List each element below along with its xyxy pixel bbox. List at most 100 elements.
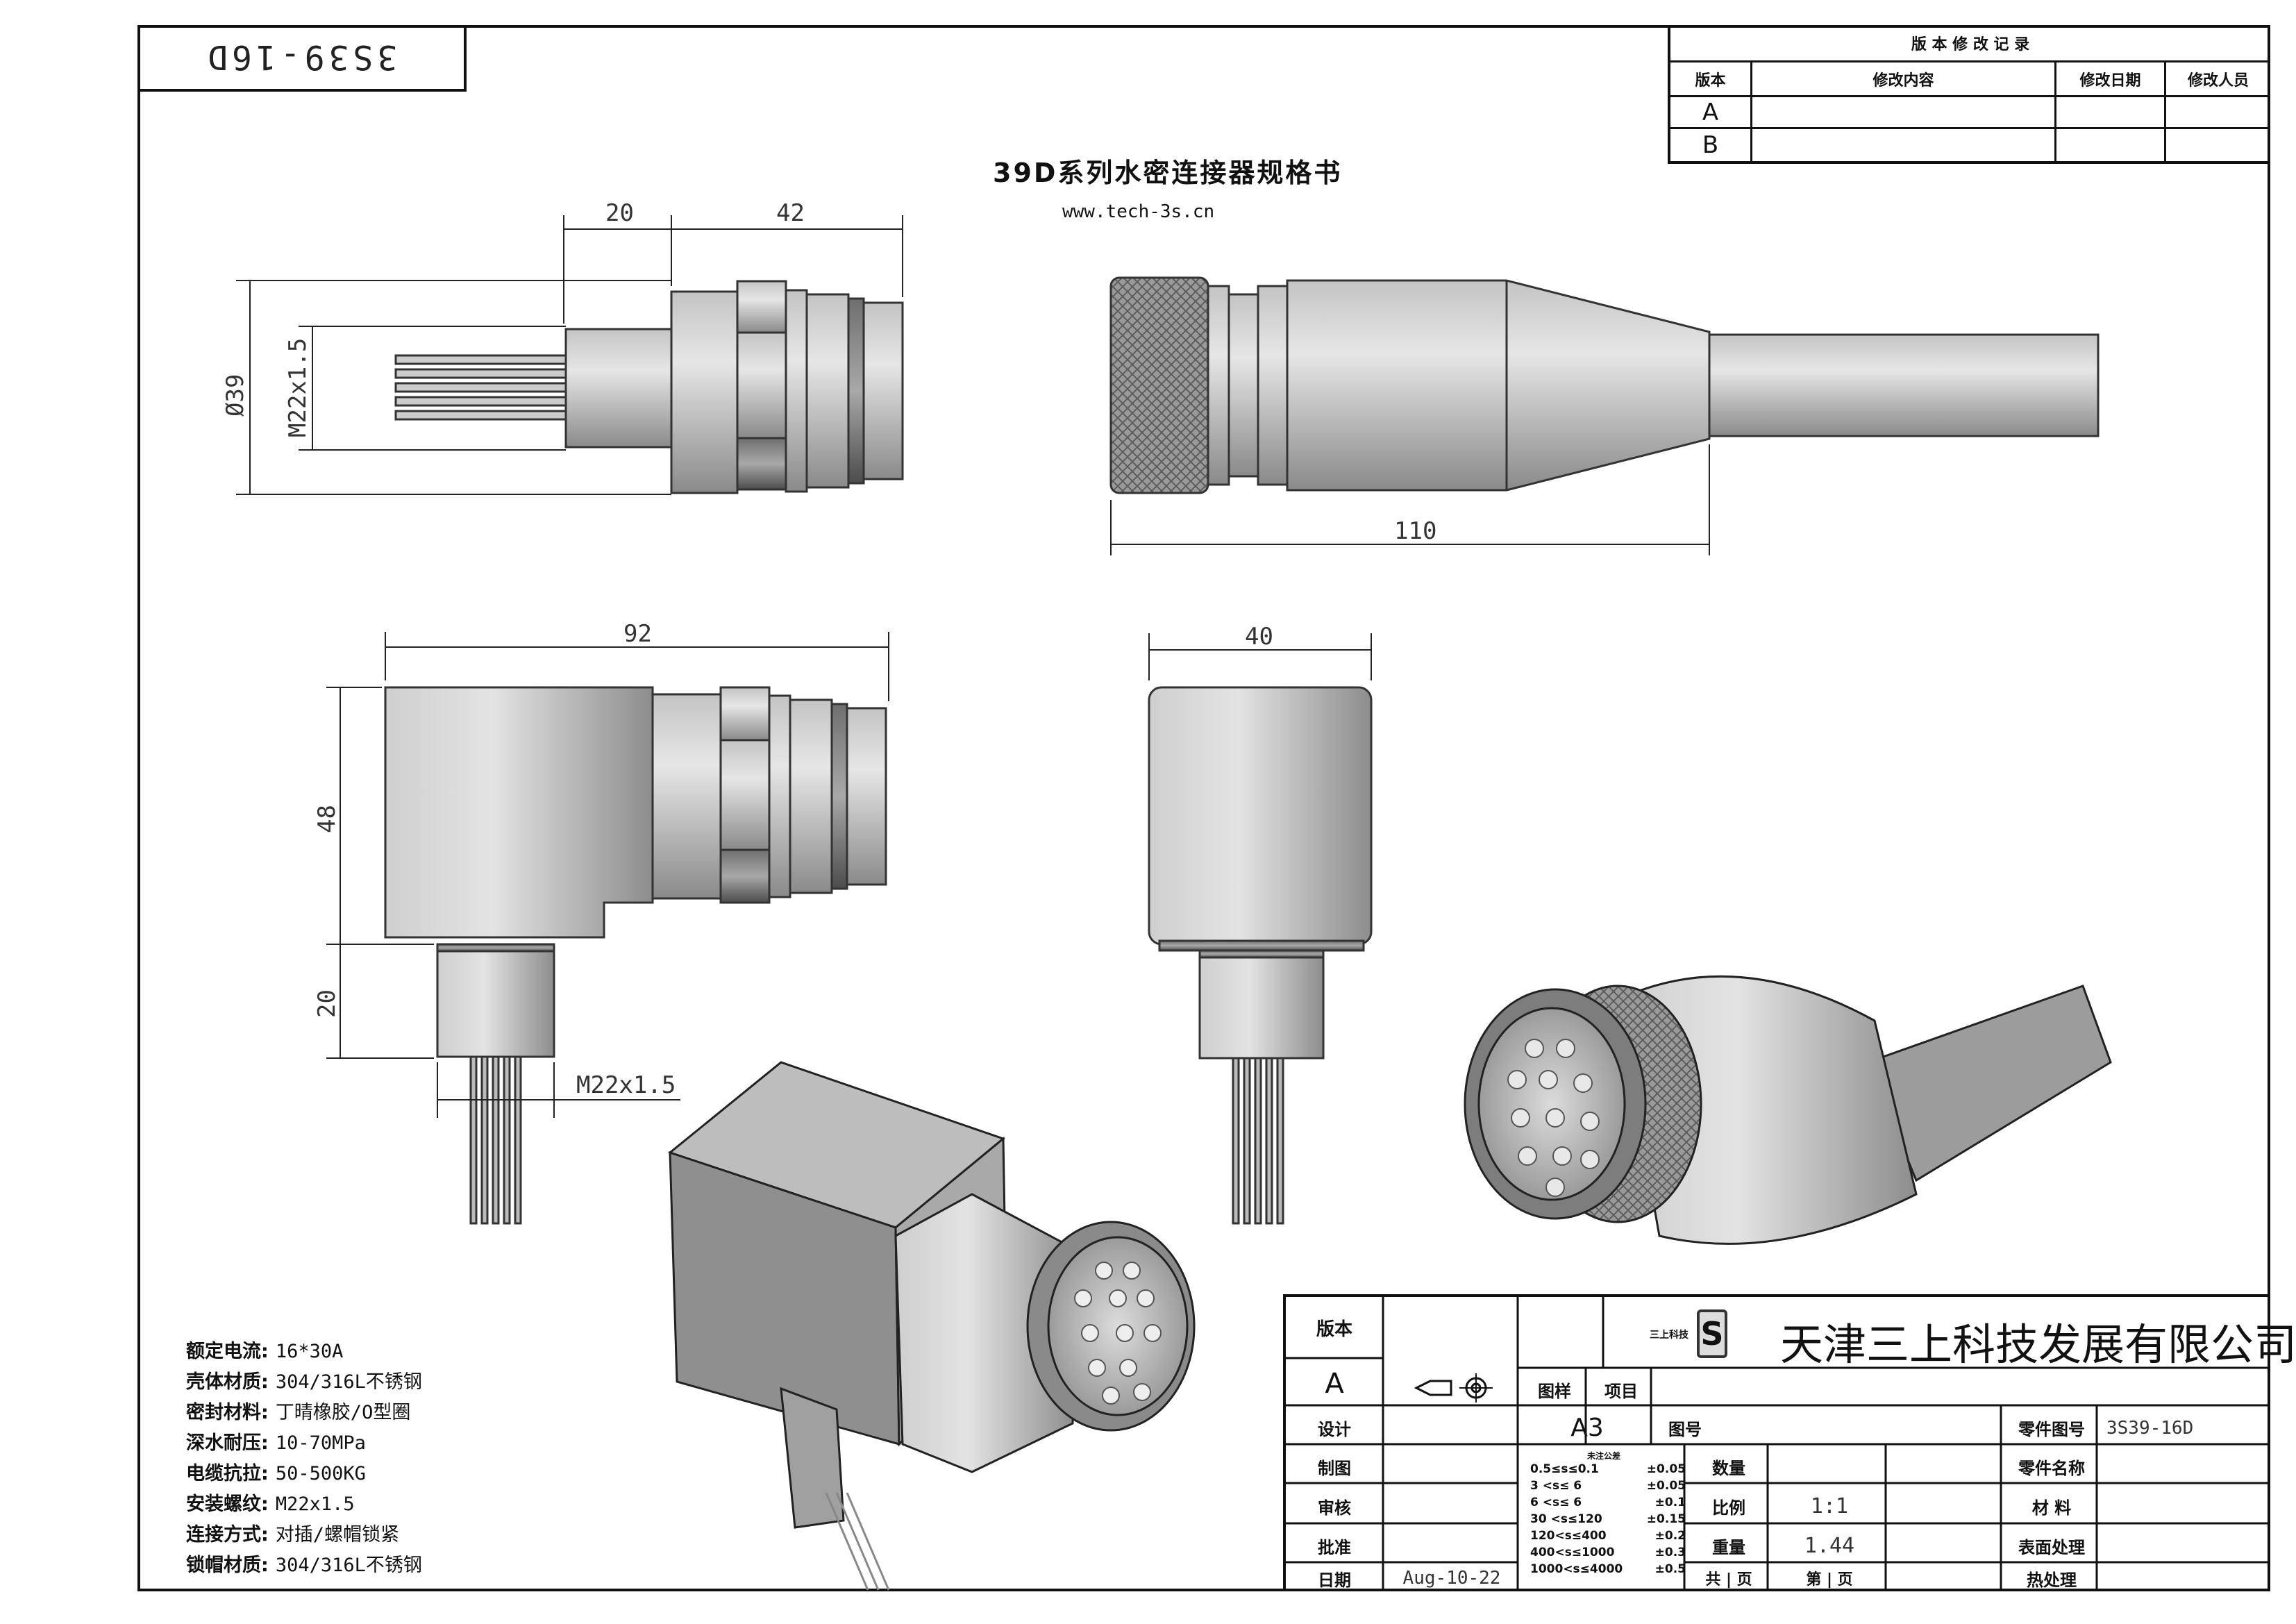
- label-drawing-style: 图样: [1538, 1381, 1571, 1401]
- view-angled-front-dimensions: [1148, 633, 1372, 680]
- company-logo-small: 三上科技: [1650, 1330, 1689, 1341]
- view-cable-dimensions: [1110, 444, 1710, 555]
- view-front-dimensions: [236, 215, 903, 495]
- label-design: 设计: [1318, 1419, 1351, 1439]
- rev-row-a-version: A: [1670, 97, 1752, 129]
- tolerance-row: 30 <s≤120±0.15: [1530, 1512, 1686, 1526]
- spec-row: 电缆抗拉:50-500KG: [186, 1458, 366, 1485]
- spec-row: 密封材料: 丁晴橡胶/O型圈: [186, 1397, 410, 1424]
- tolerance-row: 6 <s≤ 6±0.1: [1530, 1496, 1686, 1509]
- label-quantity: 数量: [1712, 1458, 1745, 1478]
- corner-code-box: 3S39-16D: [137, 25, 467, 92]
- company-logo: 三上科技 S: [1650, 1303, 1741, 1364]
- view-isometric-angled: [667, 1061, 1196, 1591]
- value-sheet: A3: [1570, 1413, 1604, 1442]
- label-drafting: 制图: [1318, 1458, 1351, 1478]
- value-scale: 1:1: [1810, 1493, 1849, 1518]
- rev-row-b-date: [2056, 129, 2166, 161]
- dim-40: 40: [1245, 623, 1273, 651]
- spec-label: 密封材料:: [186, 1402, 269, 1423]
- dim-m22-side: M22x1.5: [576, 1071, 676, 1099]
- view-angled-side: [384, 686, 887, 1225]
- spec-label: 深水耐压:: [186, 1432, 269, 1454]
- rev-row-a-content: [1752, 97, 2056, 129]
- dim-20-top: 20: [605, 199, 634, 227]
- view-angled-front: [1148, 686, 1373, 1225]
- spec-value: 16*30A: [275, 1341, 344, 1362]
- tolerance-row: 3 <s≤ 6±0.05: [1530, 1479, 1686, 1493]
- tolerance-row: 120<s≤400±0.2: [1530, 1529, 1686, 1543]
- label-date: 日期: [1318, 1570, 1351, 1590]
- website: www.tech-3s.cn: [1062, 201, 1215, 222]
- tolerance-list: 0.5≤s≤0.1±0.05 3 <s≤ 6±0.05 6 <s≤ 6±0.1 …: [1530, 1461, 1686, 1577]
- projection-symbol: [1414, 1373, 1493, 1403]
- spec-value: 丁晴橡胶/O型圈: [275, 1402, 411, 1423]
- label-approve: 批准: [1318, 1537, 1351, 1557]
- label-total-sheets: 共 | 页: [1705, 1571, 1752, 1589]
- rev-header-date: 修改日期: [2056, 62, 2166, 97]
- dim-92: 92: [623, 620, 652, 648]
- spec-value: M22x1.5: [275, 1493, 355, 1515]
- value-weight: 1.44: [1804, 1533, 1855, 1558]
- label-review: 审核: [1318, 1498, 1351, 1518]
- label-sheet-number: 第 | 页: [1806, 1571, 1853, 1589]
- label-heat-treatment: 热处理: [2027, 1570, 2077, 1590]
- rev-row-b-content: [1752, 129, 2056, 161]
- value-date: Aug-10-22: [1402, 1568, 1501, 1589]
- spec-value: 对插/螺帽锁紧: [275, 1524, 400, 1546]
- title-block-grid: [1283, 1294, 2270, 1591]
- label-surface: 表面处理: [2018, 1537, 2085, 1557]
- rev-row-a-date: [2056, 97, 2166, 129]
- value-part-drawing-no: 3S39-16D: [2106, 1418, 2194, 1439]
- spec-row: 锁帽材质: 304/316L不锈钢: [186, 1550, 422, 1577]
- page-title: 39D系列水密连接器规格书: [993, 158, 1343, 188]
- spec-value: 50-500KG: [275, 1463, 366, 1484]
- view-front-connector: [394, 280, 904, 494]
- view-cable-plug: [1109, 276, 2100, 494]
- revision-table: 版 本 修 改 记 录 版本 修改内容 修改日期 修改人员 A B: [1668, 25, 2270, 164]
- company-name: 天津三上科技发展有限公司: [1780, 1319, 2296, 1370]
- spec-row: 深水耐压: 10-70MPa: [186, 1428, 366, 1455]
- spec-row: 额定电流:16*30A: [186, 1336, 343, 1363]
- spec-row: 壳体材质:304/316L不锈钢: [186, 1366, 422, 1393]
- dim-m22-top: M22x1.5: [284, 338, 312, 437]
- label-drawing-no: 图号: [1668, 1419, 1702, 1439]
- tolerance-row: 0.5≤s≤0.1±0.05: [1530, 1462, 1686, 1476]
- spec-label: 连接方式:: [186, 1524, 269, 1546]
- company-logo-letter: S: [1700, 1315, 1724, 1353]
- tolerance-row: 400<s≤1000±0.3: [1530, 1546, 1686, 1559]
- company-logo-mark: S: [1697, 1309, 1727, 1358]
- rev-header-content: 修改内容: [1752, 62, 2056, 97]
- rev-header-person: 修改人员: [2166, 62, 2270, 97]
- view-isometric-plug: [1464, 975, 2112, 1245]
- view-angled-dimensions: [326, 632, 889, 1118]
- revision-title: 版 本 修 改 记 录: [1670, 25, 2270, 62]
- view-front-dim-text: 20 42 Ø39 M22x1.5: [221, 199, 805, 437]
- spec-row: 安装螺纹: M22x1.5: [186, 1489, 355, 1516]
- dim-48: 48: [313, 805, 341, 833]
- title-block: 版本 A 设计 制图 审核 批准 日期 Aug-10-22 A3 图样 项目 图…: [1283, 1294, 2296, 1591]
- isometric-plug-pins: [1507, 1039, 1600, 1197]
- rev-row-b-version: B: [1670, 129, 1752, 161]
- dim-39: Ø39: [221, 374, 249, 417]
- drawing-frame: [137, 25, 2270, 1591]
- label-project: 项目: [1604, 1381, 1638, 1401]
- label-part-name: 零件名称: [2018, 1458, 2085, 1478]
- rev-row-a-person: [2166, 97, 2270, 129]
- spec-label: 壳体材质:: [186, 1371, 269, 1393]
- dim-110: 110: [1394, 517, 1436, 545]
- tolerance-title: 未注公差: [1586, 1450, 1620, 1461]
- spec-value: 10-70MPa: [275, 1432, 366, 1454]
- dim-42: 42: [776, 199, 805, 227]
- spec-row: 连接方式: 对插/螺帽锁紧: [186, 1519, 399, 1546]
- spec-label: 锁帽材质:: [186, 1555, 269, 1576]
- dim-20-side: 20: [313, 989, 341, 1018]
- spec-value: 304/316L不锈钢: [275, 1555, 422, 1576]
- label-weight: 重量: [1712, 1537, 1745, 1557]
- rev-header-version: 版本: [1670, 62, 1752, 97]
- label-version: 版本: [1316, 1319, 1352, 1340]
- isometric-angled-pins: [1074, 1262, 1162, 1405]
- value-version: A: [1325, 1368, 1344, 1400]
- spec-label: 安装螺纹:: [186, 1493, 269, 1515]
